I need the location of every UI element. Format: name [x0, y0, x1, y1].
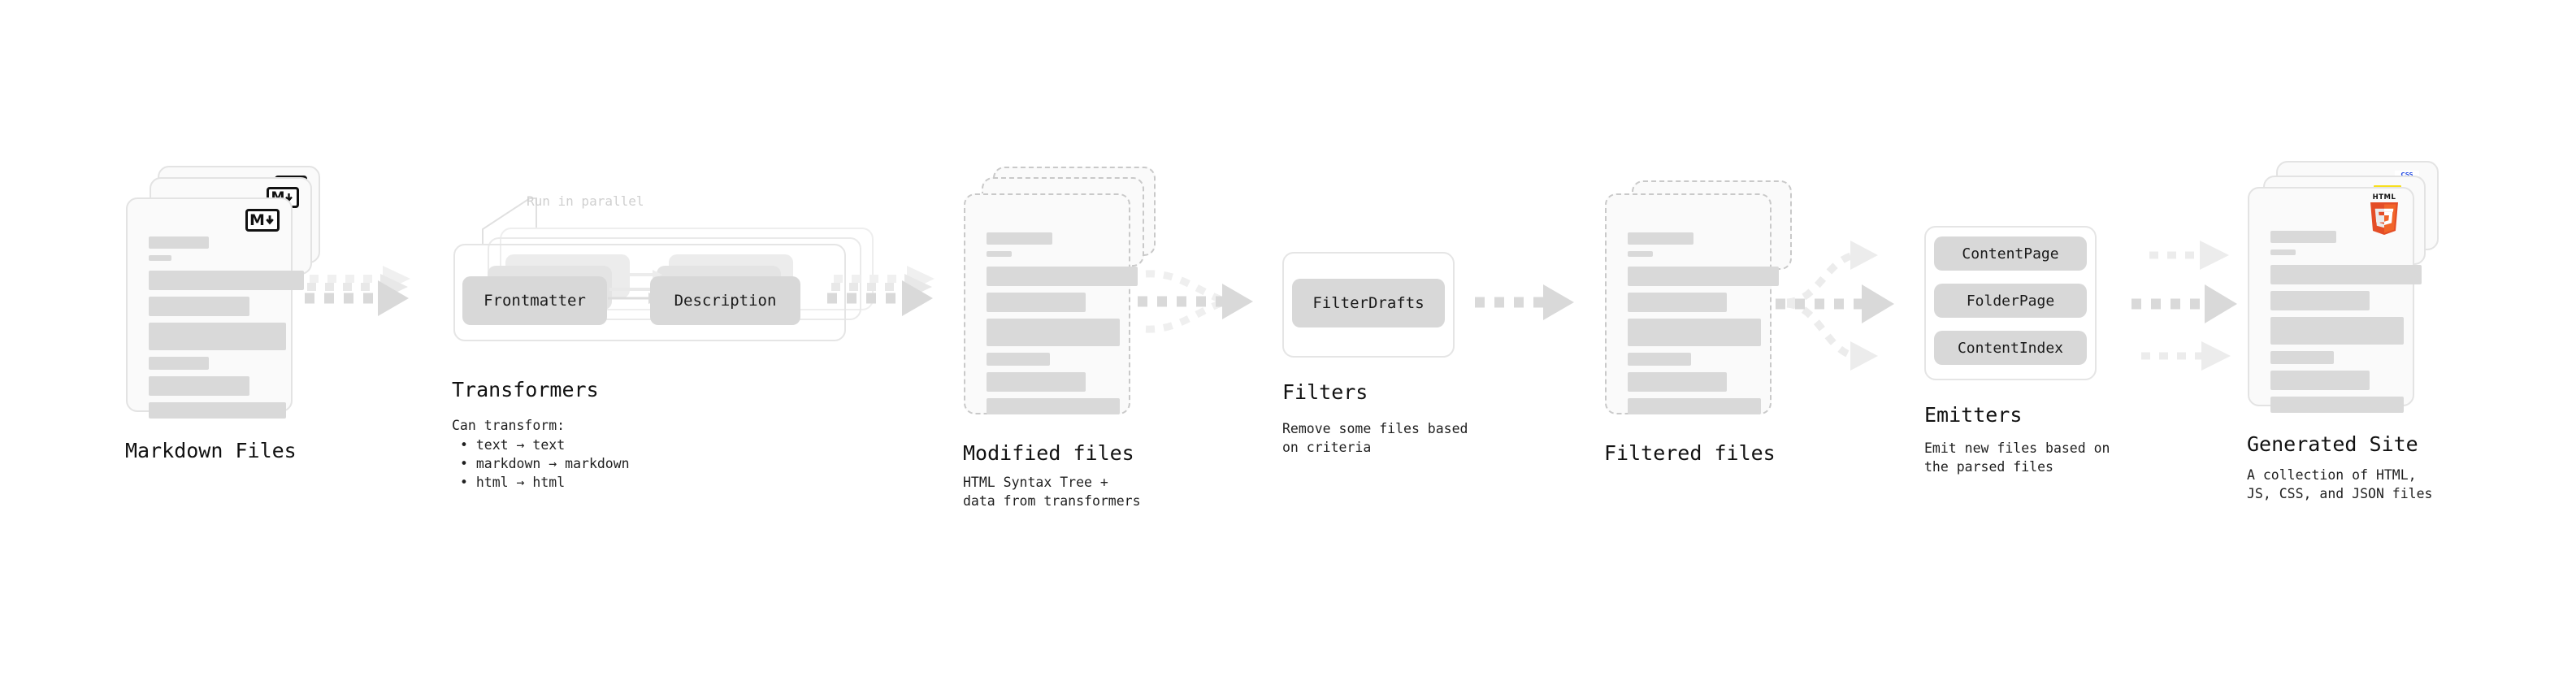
- content-line: [2270, 265, 2422, 284]
- modified-card-front: [964, 193, 1138, 414]
- filter-pill-label: FilterDrafts: [1312, 294, 1425, 312]
- content-line: [1628, 372, 1728, 392]
- content-line: [1628, 267, 1779, 286]
- filters-group-box: [1282, 252, 1455, 358]
- emitter-pill-label: FolderPage: [1966, 292, 2055, 310]
- transformer-pill-label: Frontmatter: [484, 292, 586, 310]
- arrow-filters-to-filtered-files: [1475, 284, 1574, 320]
- bullet-item: • text → text: [460, 437, 566, 453]
- content-line: [1628, 398, 1762, 414]
- markdown-badge-letter: M: [249, 210, 265, 229]
- stage-subtitle-filters: Remove some files based on criteria: [1282, 421, 1468, 455]
- transformer-pill-frontmatter[interactable]: Frontmatter: [462, 276, 607, 325]
- content-line: [149, 271, 304, 290]
- html5-badge: HTML: [2367, 193, 2401, 236]
- arrow-markdown-to-transformers: [305, 266, 410, 316]
- transformers-bullet-list: • text → text • markdown → markdown • ht…: [460, 436, 630, 492]
- emitters-group-box: [1924, 226, 2097, 380]
- content-line: [2270, 317, 2405, 345]
- markdown-badge: M: [245, 209, 280, 232]
- stage-title-modified-files: Modified files: [963, 441, 1134, 465]
- generated-card-content-lines: [2270, 231, 2422, 419]
- stage-subtitle-transformers: Can transform:: [452, 418, 566, 433]
- css-badge-label: CSS: [2400, 171, 2413, 178]
- content-line: [2270, 371, 2370, 390]
- stage-subtitle-modified-files: HTML Syntax Tree + data from transformer…: [963, 475, 1141, 509]
- emitter-pill-folderpage[interactable]: FolderPage: [1934, 284, 2087, 318]
- run-in-parallel-label: Run in parallel: [527, 193, 644, 209]
- content-line: [1628, 251, 1653, 257]
- content-line: [2270, 291, 2370, 310]
- transformer-pill-label: Description: [674, 292, 777, 310]
- content-line: [987, 353, 1050, 366]
- content-line: [987, 267, 1138, 286]
- content-line: [149, 376, 249, 396]
- stage-title-markdown-files: Markdown Files: [125, 439, 297, 462]
- html5-shield-icon: [2370, 202, 2398, 235]
- filter-pill-filterdrafts[interactable]: FilterDrafts: [1292, 279, 1445, 327]
- stage-title-generated-site: Generated Site: [2247, 432, 2418, 456]
- content-line: [1628, 232, 1693, 245]
- modified-card-content-lines: [987, 232, 1138, 421]
- filtered-card-front: [1605, 193, 1779, 414]
- emitter-pill-label: ContentPage: [1962, 245, 2059, 262]
- bullet-item: • html → html: [460, 475, 566, 490]
- stage-title-filters: Filters: [1282, 380, 1368, 404]
- content-line: [149, 323, 286, 350]
- filtered-card-content-lines: [1628, 232, 1779, 421]
- emitter-pill-contentpage[interactable]: ContentPage: [1934, 236, 2087, 271]
- bullet-item: • markdown → markdown: [460, 456, 630, 471]
- content-line: [149, 297, 249, 316]
- content-line: [987, 319, 1121, 346]
- stage-title-transformers: Transformers: [452, 378, 599, 401]
- content-line: [2270, 397, 2405, 413]
- markdown-card-front: M: [126, 197, 304, 419]
- emitter-pill-label: ContentIndex: [1957, 339, 2064, 357]
- content-line: [987, 293, 1086, 312]
- generated-card-front: HTML: [2248, 187, 2422, 413]
- stage-title-emitters: Emitters: [1924, 403, 2023, 427]
- transformers-group-front: [453, 244, 846, 341]
- content-line: [987, 372, 1086, 392]
- arrow-modified-files-to-filters: [1138, 270, 1253, 333]
- content-line: [2270, 231, 2336, 243]
- content-line: [149, 236, 210, 249]
- content-line: [149, 402, 286, 419]
- stage-title-filtered-files: Filtered files: [1604, 441, 1776, 465]
- content-line: [149, 255, 171, 261]
- emitter-pill-contentindex[interactable]: ContentIndex: [1934, 331, 2087, 365]
- content-line: [1628, 293, 1728, 312]
- content-line: [1628, 319, 1762, 346]
- arrow-emitters-to-generated-site: [2131, 241, 2237, 371]
- markdown-card-content-lines: [149, 236, 304, 425]
- transformer-pill-description[interactable]: Description: [650, 276, 800, 325]
- arrow-down-icon: [285, 193, 293, 202]
- run-in-parallel-bracket: [482, 197, 537, 245]
- content-line: [149, 357, 210, 370]
- content-line: [987, 398, 1121, 414]
- content-line: [987, 251, 1012, 257]
- arrow-transformers-to-modified-files: [827, 266, 935, 316]
- content-line: [987, 232, 1052, 245]
- arrow-filtered-files-to-emitters: [1776, 241, 1894, 371]
- stage-subtitle-emitters: Emit new files based on the parsed files: [1924, 440, 2110, 475]
- content-line: [2270, 249, 2296, 255]
- stage-subtitle-generated-site: A collection of HTML, JS, CSS, and JSON …: [2247, 467, 2433, 501]
- arrow-down-icon: [266, 215, 274, 225]
- html5-badge-wordmark: HTML: [2372, 193, 2396, 202]
- content-line: [2270, 351, 2334, 364]
- content-line: [1628, 353, 1691, 366]
